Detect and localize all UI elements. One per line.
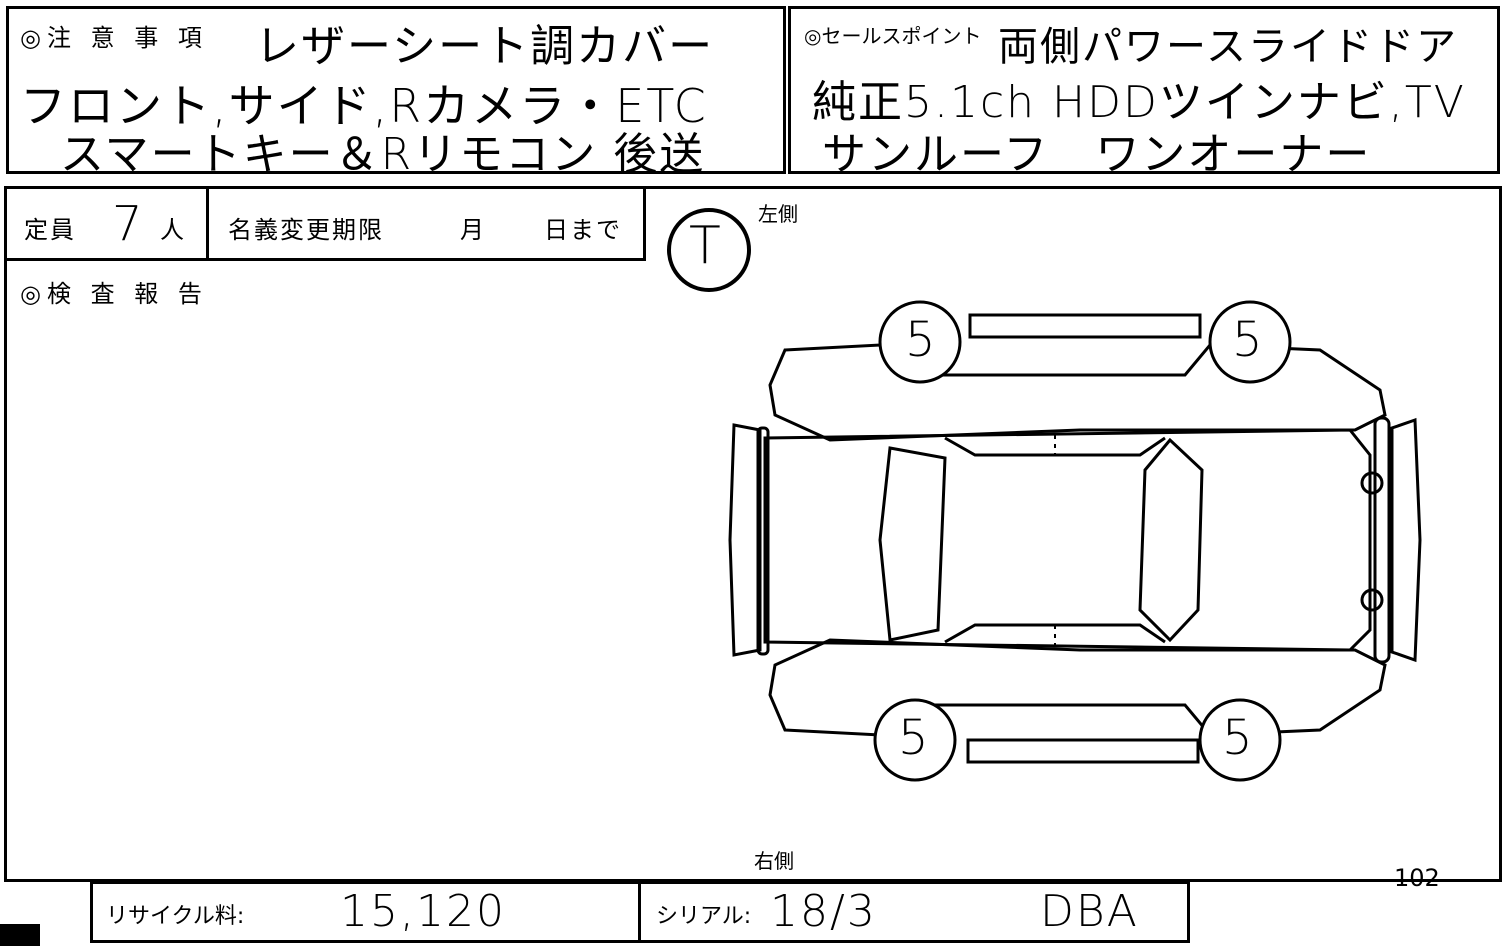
inspection-frame — [4, 186, 1502, 882]
front-bumper — [728, 423, 762, 657]
tire-rear-left — [1208, 300, 1292, 384]
footer-divider — [638, 881, 641, 943]
name-change-month: 月 — [460, 216, 490, 244]
rear-bumper — [1390, 417, 1422, 663]
left-side-label: 左側 — [758, 202, 798, 226]
tire-front-right — [873, 698, 957, 782]
right-side-panel — [768, 638, 1387, 737]
capacity-row-bottom — [4, 258, 646, 261]
tire-rear-right — [1198, 698, 1282, 782]
tire-front-left — [878, 300, 962, 384]
capacity-divider — [206, 186, 209, 261]
car-body — [763, 428, 1372, 652]
sales-points-box — [788, 6, 1500, 174]
name-change-label: 名義変更期限 — [228, 216, 384, 244]
notes-line-1: レザーシート調カバー — [255, 21, 715, 72]
name-change-day: 日まで — [544, 216, 622, 244]
serial-value: 18/3 — [770, 886, 877, 937]
corner-mark — [0, 924, 40, 946]
capacity-value: 7 — [112, 196, 145, 252]
notes-line-2: フロント,サイド,Rカメラ・ETC — [20, 79, 708, 133]
serial-label: シリアル: — [656, 904, 752, 929]
tire-rear-left-grade: 5 — [1232, 312, 1265, 368]
right-side-label: 右側 — [754, 849, 794, 873]
sales-points-line-1: 両側パワースライドドア — [998, 24, 1458, 70]
capacity-unit: 人 — [160, 216, 190, 244]
mark-value: T — [689, 216, 723, 276]
notes-line-3: スマートキー＆Rリモコン 後送 — [60, 129, 706, 180]
car-diagram — [728, 300, 1422, 782]
capacity-row-end — [643, 186, 646, 261]
notes-label: ◎注 意 事 項 — [20, 24, 208, 52]
sales-points-line-2: 純正5.1ch HDDツインナビ,TV — [812, 77, 1466, 128]
sales-points-line-3: サンルーフ ワンオーナー — [822, 129, 1372, 180]
inspection-label: ◎検 査 報 告 — [20, 280, 208, 308]
tire-rear-right-grade: 5 — [1222, 710, 1255, 766]
left-side-panel — [768, 343, 1387, 442]
capacity-label: 定員 — [24, 216, 76, 244]
sales-points-label: ◎セールスポイント — [804, 24, 982, 48]
front-windshield — [878, 446, 947, 642]
tire-front-left-grade: 5 — [905, 312, 938, 368]
mark-circle — [667, 208, 751, 292]
recycle-label: リサイクル料: — [106, 904, 245, 929]
recycle-value: 15,120 — [340, 886, 506, 937]
rear-window — [1138, 437, 1204, 643]
tire-front-right-grade: 5 — [898, 710, 931, 766]
code-value: DBA — [1040, 886, 1139, 937]
notes-box — [6, 6, 786, 174]
page-number: 102 — [1394, 864, 1440, 892]
